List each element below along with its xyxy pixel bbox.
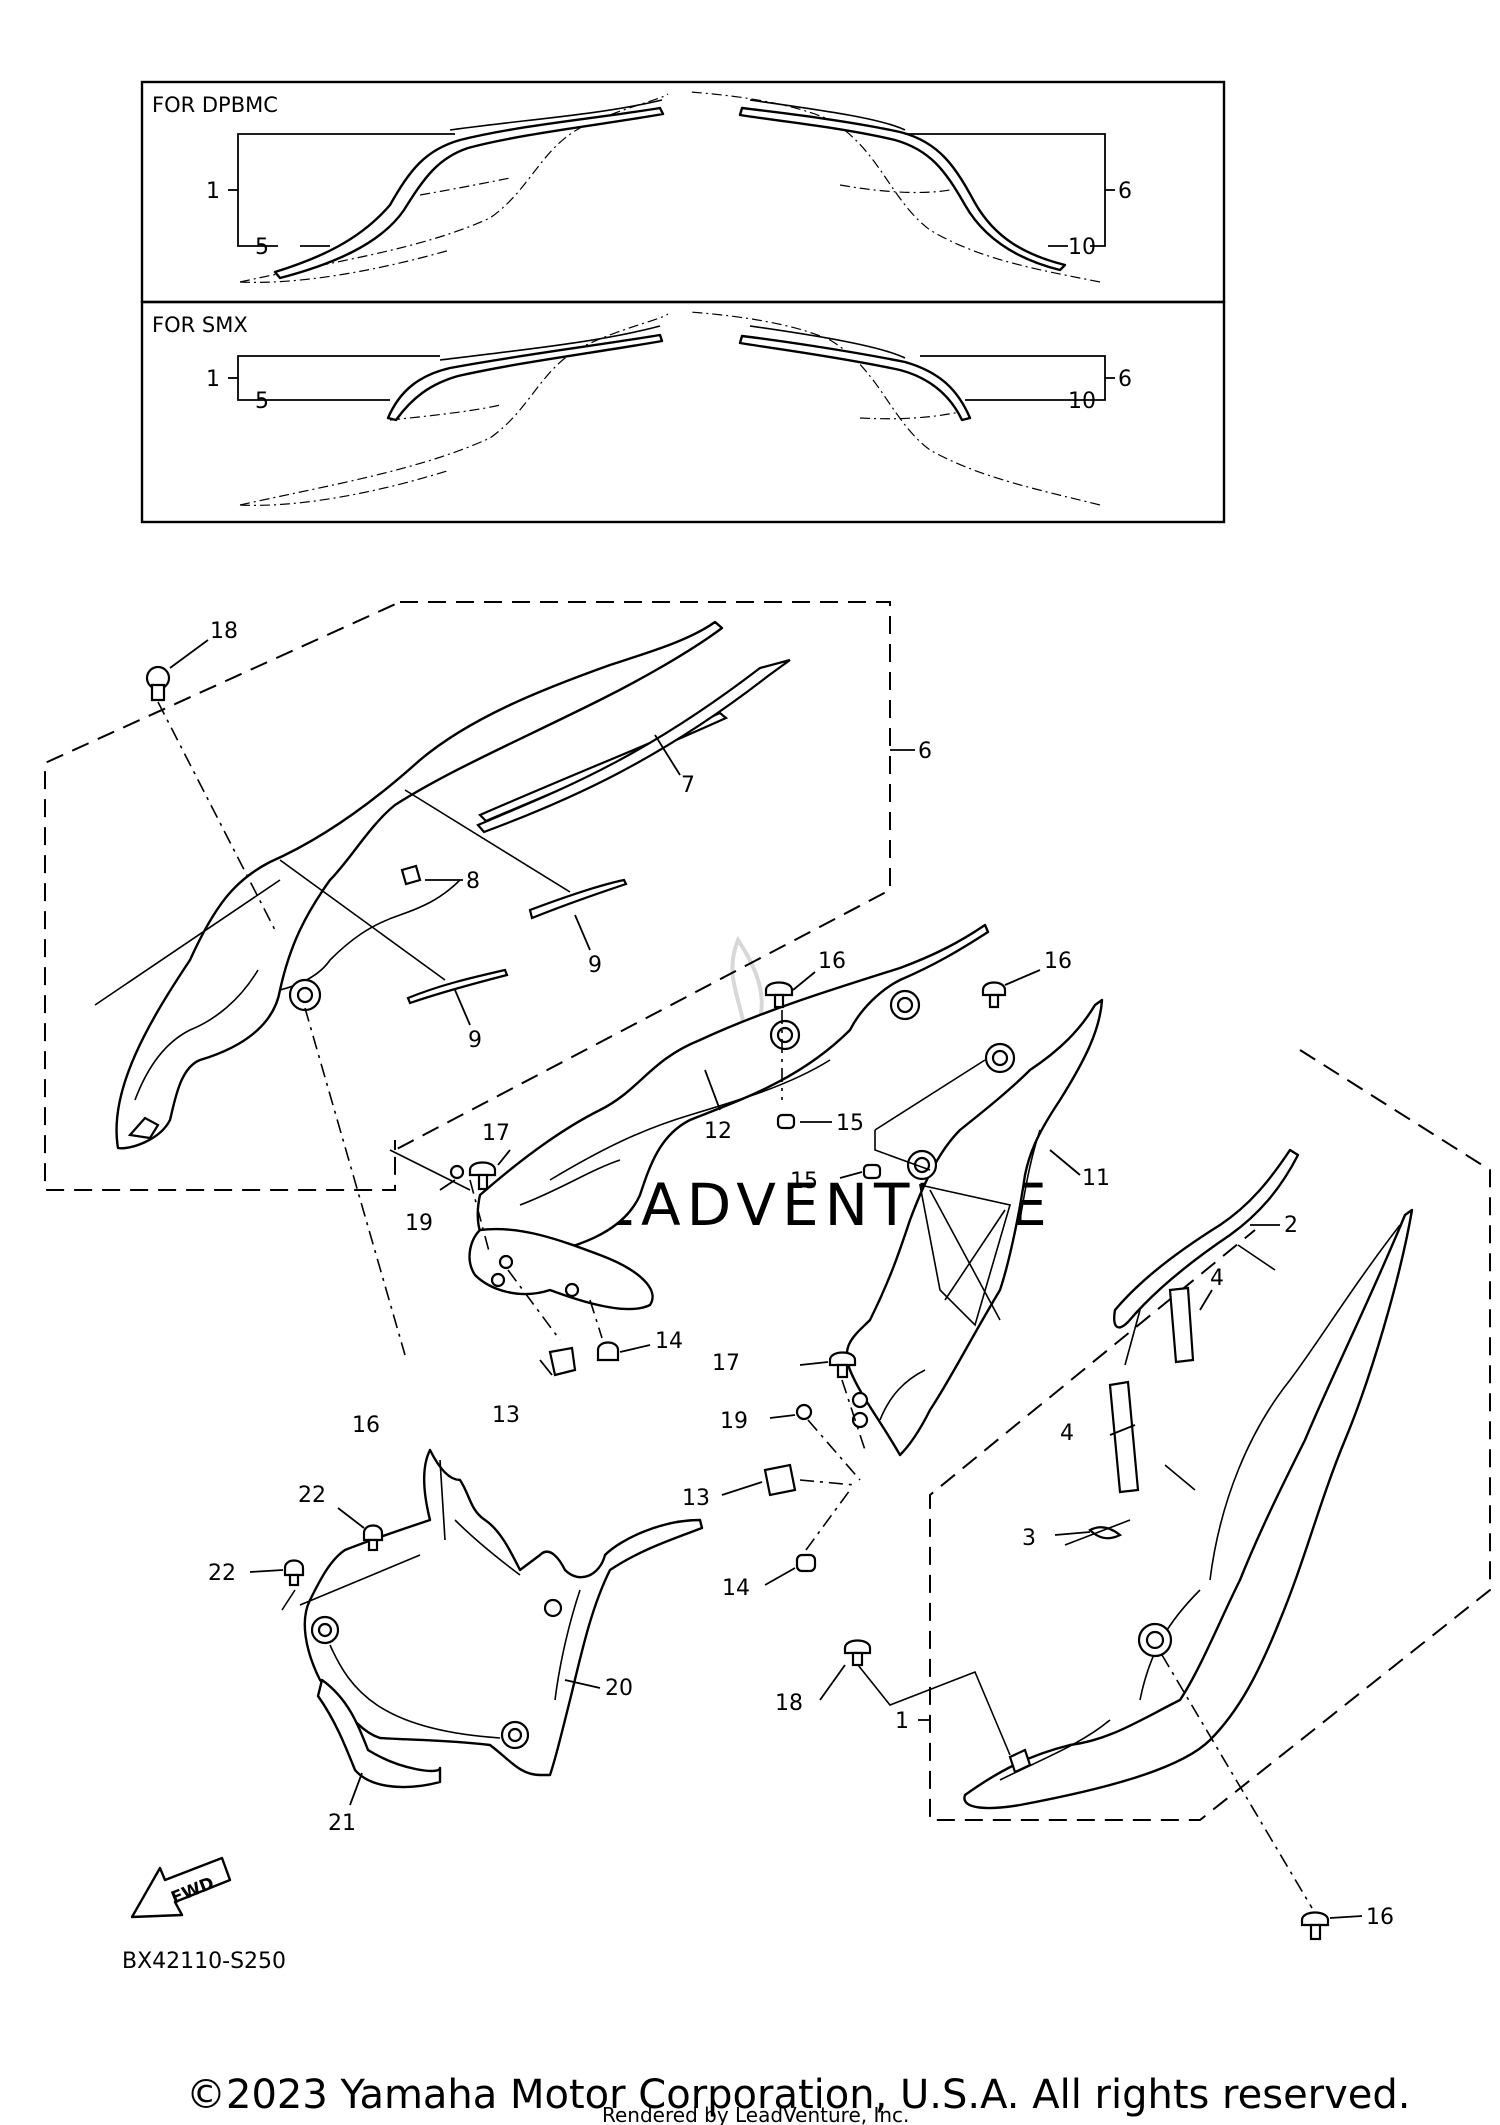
callout-box2-10: 10 — [1068, 389, 1096, 414]
callout-15: 15 — [790, 1169, 818, 1194]
callout-4: 4 — [1060, 1421, 1074, 1446]
callout-labels: 18 6 7 8 9 9 16 16 15 15 12 11 17 19 13 … — [208, 619, 1394, 1930]
callout-box2-5: 5 — [255, 389, 269, 414]
callout-4: 4 — [1210, 1266, 1224, 1291]
variant-box-label: FOR DPBMC — [152, 93, 278, 117]
fwd-arrow-icon: FWD — [130, 1856, 232, 1919]
callout-13: 13 — [682, 1486, 710, 1511]
callout-16: 16 — [352, 1413, 380, 1438]
callout-21: 21 — [328, 1811, 356, 1836]
callout-2: 2 — [1284, 1213, 1298, 1238]
callout-13: 13 — [492, 1403, 520, 1428]
callout-box2-1: 1 — [206, 367, 220, 392]
callout-20: 20 — [605, 1676, 633, 1701]
variant-box-label: FOR SMX — [152, 313, 248, 337]
variant-box-dpbmc: FOR DPBMC 1 5 6 10 — [140, 80, 1226, 304]
inner-panel-11 — [721, 998, 1104, 1586]
callout-box1-1: 1 — [206, 179, 220, 204]
callout-12: 12 — [704, 1119, 732, 1144]
diagram-code: BX42110-S250 — [122, 1949, 286, 1974]
callout-16: 16 — [1044, 949, 1072, 974]
lower-panel-20 — [249, 1448, 704, 1806]
callout-8: 8 — [466, 869, 480, 894]
callout-7: 7 — [681, 773, 695, 798]
callout-9: 9 — [588, 953, 602, 978]
callout-18: 18 — [775, 1691, 803, 1716]
callout-19: 19 — [720, 1409, 748, 1434]
callout-19: 19 — [405, 1211, 433, 1236]
callout-17: 17 — [482, 1121, 510, 1146]
callout-15: 15 — [836, 1111, 864, 1136]
callout-9: 9 — [468, 1028, 482, 1053]
callout-box2-6: 6 — [1118, 367, 1132, 392]
callout-16: 16 — [1366, 1905, 1394, 1930]
callout-14: 14 — [655, 1329, 683, 1354]
callout-11: 11 — [1082, 1166, 1110, 1191]
callout-box1-6: 6 — [1118, 179, 1132, 204]
callout-17: 17 — [712, 1351, 740, 1376]
variant-box-smx: FOR SMX 1 5 6 10 — [140, 300, 1226, 524]
callout-18: 18 — [210, 619, 238, 644]
callout-6: 6 — [918, 739, 932, 764]
callout-box1-10: 10 — [1068, 235, 1096, 260]
cowl-assembly-6 — [44, 601, 915, 1356]
callout-14: 14 — [722, 1576, 750, 1601]
callout-1: 1 — [895, 1709, 909, 1734]
cover-12 — [389, 923, 1041, 1377]
callout-16: 16 — [818, 949, 846, 974]
rendered-by-credit: Rendered by LeadVenture, Inc. — [602, 2103, 909, 2125]
copyright-notice: ©2023 Yamaha Motor Corporation, U.S.A. A… — [186, 2072, 1411, 2118]
callout-box1-5: 5 — [255, 235, 269, 260]
callout-22: 22 — [208, 1561, 236, 1586]
callout-3: 3 — [1022, 1526, 1036, 1551]
side-cowl-1 — [819, 1049, 1491, 1941]
callout-22: 22 — [298, 1483, 326, 1508]
